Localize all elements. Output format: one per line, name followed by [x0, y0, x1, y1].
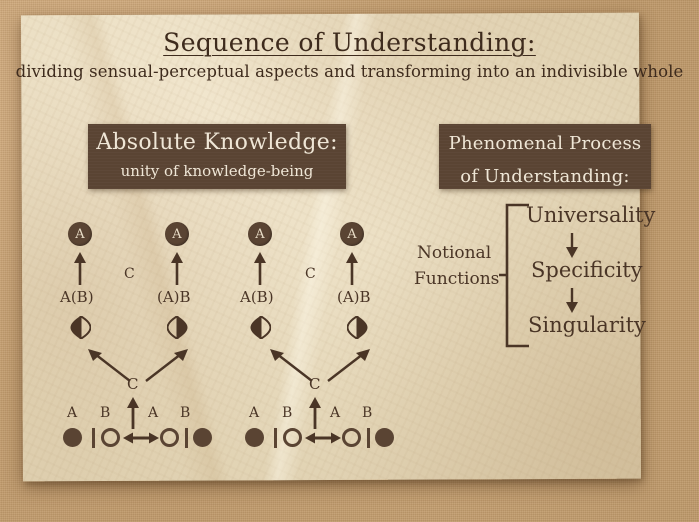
down-arrow-universality-to-specificity — [566, 233, 578, 258]
mid-label-1: A(B) — [60, 288, 94, 306]
absolute-knowledge-subtitle: unity of knowledge-being — [120, 162, 314, 180]
bar-icon-4 — [367, 428, 370, 448]
up-arrow-1 — [74, 252, 86, 285]
notional-functions-label-line1: Notional — [417, 243, 492, 263]
node-a-3: A — [248, 222, 272, 246]
c-label-lower-1: C — [127, 375, 139, 393]
bracket-icon — [499, 203, 529, 348]
bottom-label-4: B — [180, 405, 191, 421]
bar-icon-2 — [185, 428, 188, 448]
filled-dot-icon-2 — [193, 428, 212, 447]
half-glyph-right-filled-1 — [167, 316, 188, 339]
hollow-dot-icon-1 — [101, 428, 120, 447]
bottom-label-8: B — [362, 405, 373, 421]
hollow-dot-icon-2 — [160, 428, 179, 447]
diverging-arrows-2 — [270, 349, 370, 382]
phenomenal-title-line1: Phenomenal Process — [448, 133, 642, 154]
half-glyph-left-filled-1 — [70, 316, 91, 339]
phenomenal-title-line2: of Understanding: — [460, 166, 630, 188]
filled-dot-icon-4 — [375, 428, 394, 447]
up-arrow-4 — [346, 252, 358, 285]
absolute-knowledge-title: Absolute Knowledge: — [96, 130, 338, 155]
half-glyph-right-filled-2 — [347, 316, 368, 339]
bottom-label-3: A — [148, 405, 159, 421]
c-label-upper-1: C — [124, 266, 135, 282]
mid-label-2: (A)B — [157, 288, 191, 306]
mid-label-3: A(B) — [240, 288, 274, 306]
up-arrow-to-c-2 — [309, 397, 321, 429]
double-arrow-icon-1 — [123, 432, 159, 444]
double-arrow-icon-2 — [305, 432, 341, 444]
bottom-label-5: A — [249, 405, 260, 421]
hollow-dot-icon-4 — [342, 428, 361, 447]
hollow-dot-icon-3 — [283, 428, 302, 447]
mid-label-4: (A)B — [337, 288, 371, 306]
page-subtitle: dividing sensual-perceptual aspects and … — [15, 62, 684, 81]
bar-icon-1 — [92, 428, 95, 448]
up-arrow-2 — [171, 252, 183, 285]
half-glyph-left-filled-2 — [250, 316, 271, 339]
down-arrow-specificity-to-singularity — [566, 288, 578, 313]
phenomenal-process-box: Phenomenal Process of Understanding: — [439, 124, 651, 189]
absolute-knowledge-box: Absolute Knowledge: unity of knowledge-b… — [88, 124, 346, 189]
diverging-arrows-1 — [88, 349, 188, 382]
stage-label-singularity: Singularity — [528, 313, 646, 337]
up-arrow-3 — [254, 252, 266, 285]
c-label-lower-2: C — [309, 375, 321, 393]
bottom-label-1: A — [67, 405, 78, 421]
up-arrow-to-c-1 — [127, 397, 139, 429]
bottom-label-7: A — [330, 405, 341, 421]
c-label-upper-2: C — [305, 266, 316, 282]
stage-label-specificity: Specificity — [531, 258, 643, 282]
stage-label-universality: Universality — [526, 203, 656, 227]
filled-dot-icon-3 — [245, 428, 264, 447]
bottom-label-6: B — [282, 405, 293, 421]
node-a-2: A — [165, 222, 189, 246]
page-title: Sequence of Understanding: — [163, 28, 536, 57]
bottom-label-2: B — [100, 405, 111, 421]
notional-functions-label-line2: Functions — [414, 269, 500, 289]
node-a-1: A — [68, 222, 92, 246]
bar-icon-3 — [274, 428, 277, 448]
filled-dot-icon-1 — [63, 428, 82, 447]
node-a-4: A — [340, 222, 364, 246]
